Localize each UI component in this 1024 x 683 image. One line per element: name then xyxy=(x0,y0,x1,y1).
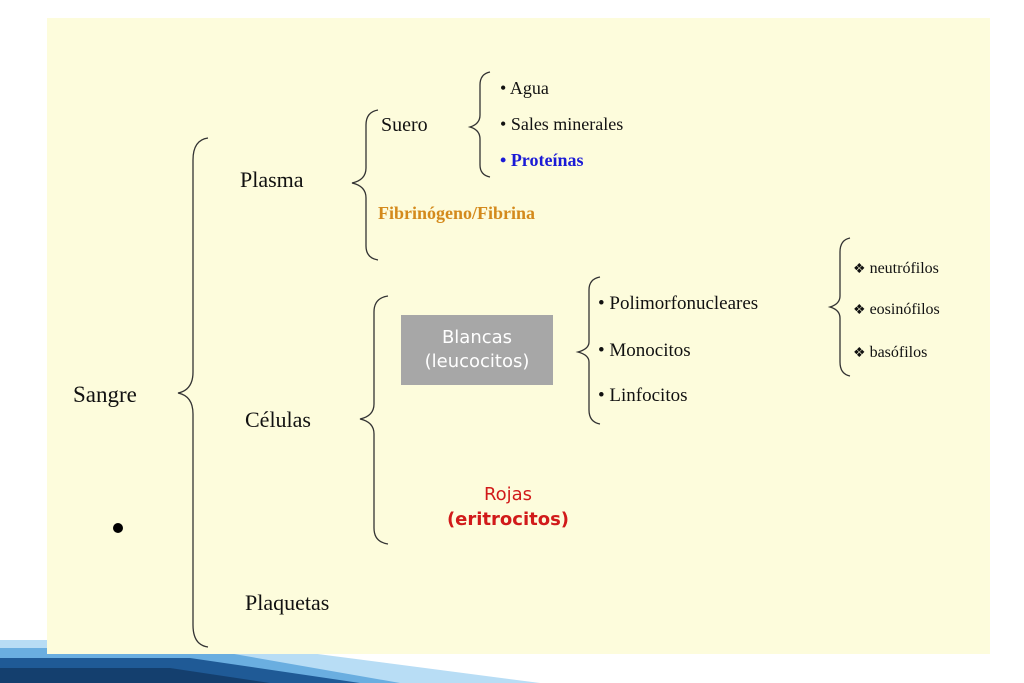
brace-celulas xyxy=(359,295,389,545)
diamond-icon: ❖ xyxy=(853,303,866,318)
bullet-icon: • xyxy=(500,114,507,134)
rojas-title: Rojas xyxy=(483,484,533,505)
diamond-icon: ❖ xyxy=(853,262,866,277)
brace-plasma xyxy=(351,109,379,261)
blancas-type-polimorfo: • Polimorfonucleares xyxy=(598,294,758,313)
brace-blancas xyxy=(575,276,601,425)
blancas-type-label: Linfocitos xyxy=(609,385,688,406)
polimorfo-subtype-label: eosinófilos xyxy=(869,301,940,318)
suero-item-label: Sales minerales xyxy=(510,114,624,134)
polimorfo-subtype-neutrofilos: ❖ neutrófilos xyxy=(853,261,939,277)
brace-suero xyxy=(467,71,491,178)
node-celulas: Células xyxy=(245,407,311,432)
blancas-type-monocitos: • Monocitos xyxy=(598,341,691,360)
rojas-subtitle: (eritrocitos) xyxy=(446,509,570,530)
stripe-deep xyxy=(0,668,270,683)
bullet-icon: • xyxy=(598,293,605,314)
suero-item-agua: • Agua xyxy=(500,79,549,97)
bullet-icon: • xyxy=(500,78,507,98)
node-plaquetas: Plaquetas xyxy=(245,590,330,615)
node-rojas: Rojas (eritrocitos) xyxy=(438,482,578,532)
polimorfo-subtype-label: neutrófilos xyxy=(869,260,939,277)
slide-bullet-icon xyxy=(113,523,123,533)
bullet-icon: • xyxy=(598,340,605,361)
bullet-icon: • xyxy=(500,150,507,170)
blancas-title: Blancas xyxy=(441,327,513,348)
node-sangre: Sangre xyxy=(73,382,137,407)
blancas-type-label: Polimorfonucleares xyxy=(609,293,759,314)
polimorfo-subtype-label: basófilos xyxy=(869,344,928,361)
node-fibrinogeno: Fibrinógeno/Fibrina xyxy=(378,203,536,223)
suero-item-label: Agua xyxy=(509,78,549,98)
blancas-type-label: Monocitos xyxy=(609,340,691,361)
brace-sangre xyxy=(177,137,209,648)
node-suero: Suero xyxy=(381,114,428,136)
brace-polimorfo xyxy=(827,237,851,377)
polimorfo-subtype-eosinofilos: ❖ eosinófilos xyxy=(853,302,940,318)
polimorfo-subtype-basofilos: ❖ basófilos xyxy=(853,345,927,361)
blancas-subtitle: (leucocitos) xyxy=(424,351,530,372)
diamond-icon: ❖ xyxy=(853,346,866,361)
node-plasma: Plasma xyxy=(240,167,304,192)
node-blancas: Blancas (leucocitos) xyxy=(401,315,553,385)
blancas-type-linfocitos: • Linfocitos xyxy=(598,386,688,405)
suero-item-label: Proteínas xyxy=(510,150,584,170)
suero-item-sales: • Sales minerales xyxy=(500,115,623,133)
suero-item-proteinas: • Proteínas xyxy=(500,151,583,169)
bullet-icon: • xyxy=(598,385,605,406)
